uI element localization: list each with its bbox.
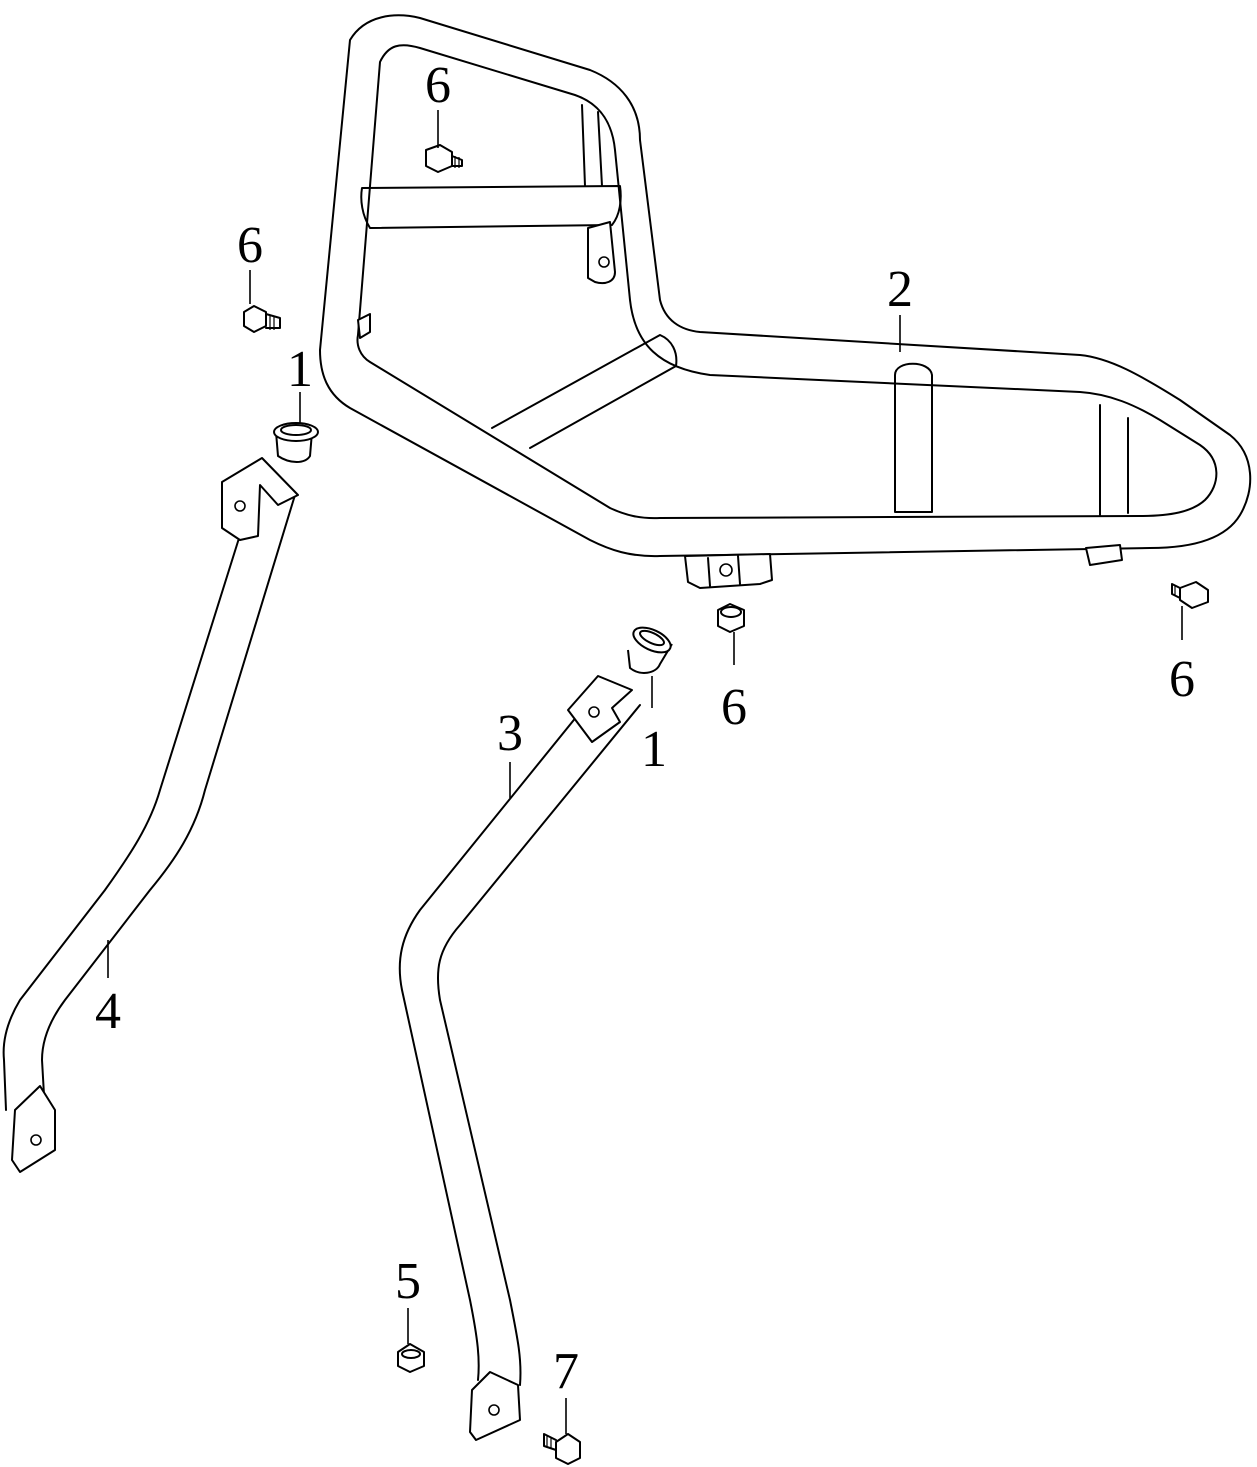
callout-6-top: 6 — [425, 57, 451, 114]
bolt-bottom — [543, 1433, 581, 1465]
leader-lines — [107, 110, 1183, 1434]
callout-1-upper: 1 — [287, 341, 313, 398]
callout-5: 5 — [395, 1253, 421, 1310]
callout-6-center: 6 — [721, 679, 747, 736]
left-support-stay — [2, 457, 299, 1173]
nut-bottom — [397, 1343, 425, 1373]
collar-lower — [627, 626, 673, 674]
nut-center — [717, 603, 745, 633]
collar-upper — [273, 422, 319, 463]
callout-6-left: 6 — [237, 217, 263, 274]
callout-6-right: 6 — [1169, 651, 1195, 708]
callout-1-lower: 1 — [641, 721, 667, 778]
bolt-top — [425, 144, 463, 173]
bolt-left — [243, 305, 281, 333]
callout-2: 2 — [887, 261, 913, 318]
bolt-right — [1171, 581, 1209, 609]
callout-4: 4 — [95, 983, 121, 1040]
callout-3: 3 — [497, 705, 523, 762]
rear-carrier-rack — [319, 14, 1252, 589]
callout-7: 7 — [553, 1343, 579, 1400]
right-support-stay — [398, 675, 641, 1441]
